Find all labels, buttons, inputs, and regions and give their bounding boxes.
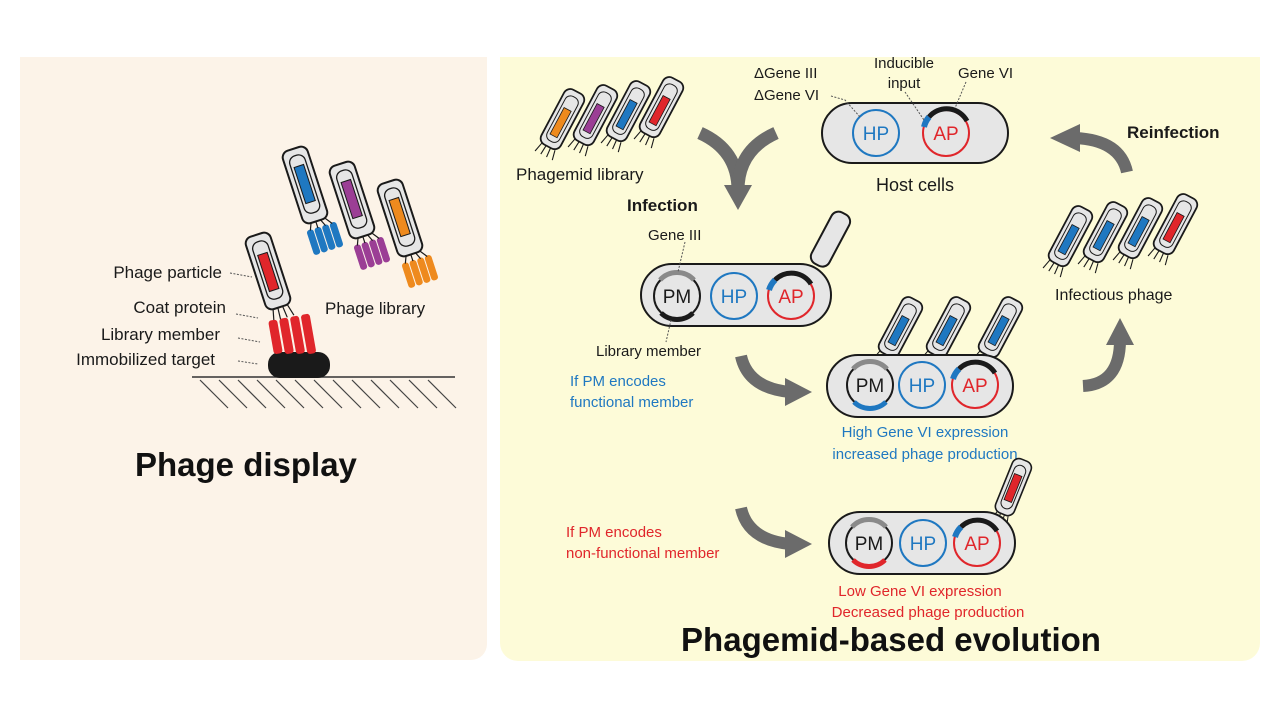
produced-phage-blue [872, 296, 924, 369]
phagemid-evolution-title: Phagemid-based evolution [681, 621, 1101, 658]
library-phage-orange [374, 176, 438, 288]
infectious-phage [1147, 193, 1199, 266]
host-cell: HP AP [821, 102, 1009, 164]
surface [192, 376, 457, 409]
hp-plasmid: HP [721, 287, 747, 308]
label-reinfection: Reinfection [1127, 123, 1220, 142]
bound-phage-particle [242, 229, 295, 322]
nonfunctional-condition-2: non-functional member [566, 545, 719, 562]
pm-plasmid: PM [663, 287, 692, 308]
functional-cell: PM HP AP [826, 354, 1014, 418]
label-immobilized-target: Immobilized target [76, 350, 215, 369]
label-infection: Infection [627, 196, 698, 215]
leader-lines [229, 272, 261, 365]
label-host-cells: Host cells [876, 175, 954, 195]
label-infectious-phage: Infectious phage [1055, 287, 1173, 304]
host-ap-plasmid: AP [933, 124, 958, 145]
infectious-phage [1077, 201, 1129, 274]
ap-plasmid-nonfunctional: AP [964, 534, 989, 555]
phagemid-library-phages [534, 76, 685, 161]
nonfunctional-arrow [735, 506, 791, 550]
library-phage-blue [279, 143, 343, 255]
label-phage-library: Phage library [325, 299, 426, 318]
reinfection-arrow [1074, 132, 1133, 174]
host-hp-plasmid: HP [863, 124, 889, 145]
functional-result-2: increased phage production [832, 446, 1017, 463]
label-delta-gene-vi: ΔGene VI [754, 87, 819, 104]
hp-plasmid-functional: HP [909, 376, 935, 397]
label-phagemid-library: Phagemid library [516, 165, 644, 184]
pm-plasmid-functional: PM [856, 376, 885, 397]
functional-condition-1: If PM encodes [570, 373, 666, 390]
ap-plasmid-functional: AP [962, 376, 987, 397]
immobilized-target [268, 352, 330, 378]
phage-display-panel [20, 57, 487, 660]
label-gene-vi: Gene VI [958, 65, 1013, 82]
label-coat-protein: Coat protein [133, 298, 226, 317]
label-delta-gene-iii: ΔGene III [754, 65, 817, 82]
functional-result-1: High Gene VI expression [842, 424, 1009, 441]
ap-plasmid: AP [778, 287, 803, 308]
functional-arrow [735, 354, 791, 398]
library-phage-purple [326, 158, 390, 270]
phagemid-library-phage [600, 80, 652, 153]
nonfunctional-cell: PM HP AP [828, 511, 1016, 575]
label-input: input [888, 75, 921, 92]
infectious-phage [1042, 205, 1094, 278]
production-arrow [1082, 339, 1126, 392]
nonfunctional-condition-1: If PM encodes [566, 524, 662, 541]
coat-protein-red [268, 313, 316, 354]
infectious-phages [1042, 193, 1199, 278]
infection-arrow [697, 127, 779, 191]
hp-plasmid-nonfunctional: HP [910, 534, 936, 555]
nonfunctional-result-2: Decreased phage production [832, 604, 1025, 621]
produced-phage-red [991, 457, 1033, 525]
phagemid-library-phage [534, 88, 586, 161]
infectious-phage [1112, 197, 1164, 270]
pm-plasmid-nonfunctional: PM [855, 534, 884, 555]
phagemid-library-phage [567, 84, 619, 157]
label-inducible: Inducible [874, 55, 934, 72]
label-gene-iii: Gene III [648, 227, 701, 244]
phage-display-title: Phage display [135, 446, 358, 483]
label-library-member: Library member [101, 325, 220, 344]
label-phage-particle: Phage particle [113, 263, 222, 282]
infected-cell: PM HP AP [640, 210, 852, 327]
phagemid-library-phage [633, 76, 685, 149]
label-library-member-pm: Library member [596, 343, 701, 360]
functional-condition-2: functional member [570, 394, 693, 411]
nonfunctional-result-1: Low Gene VI expression [838, 583, 1001, 600]
